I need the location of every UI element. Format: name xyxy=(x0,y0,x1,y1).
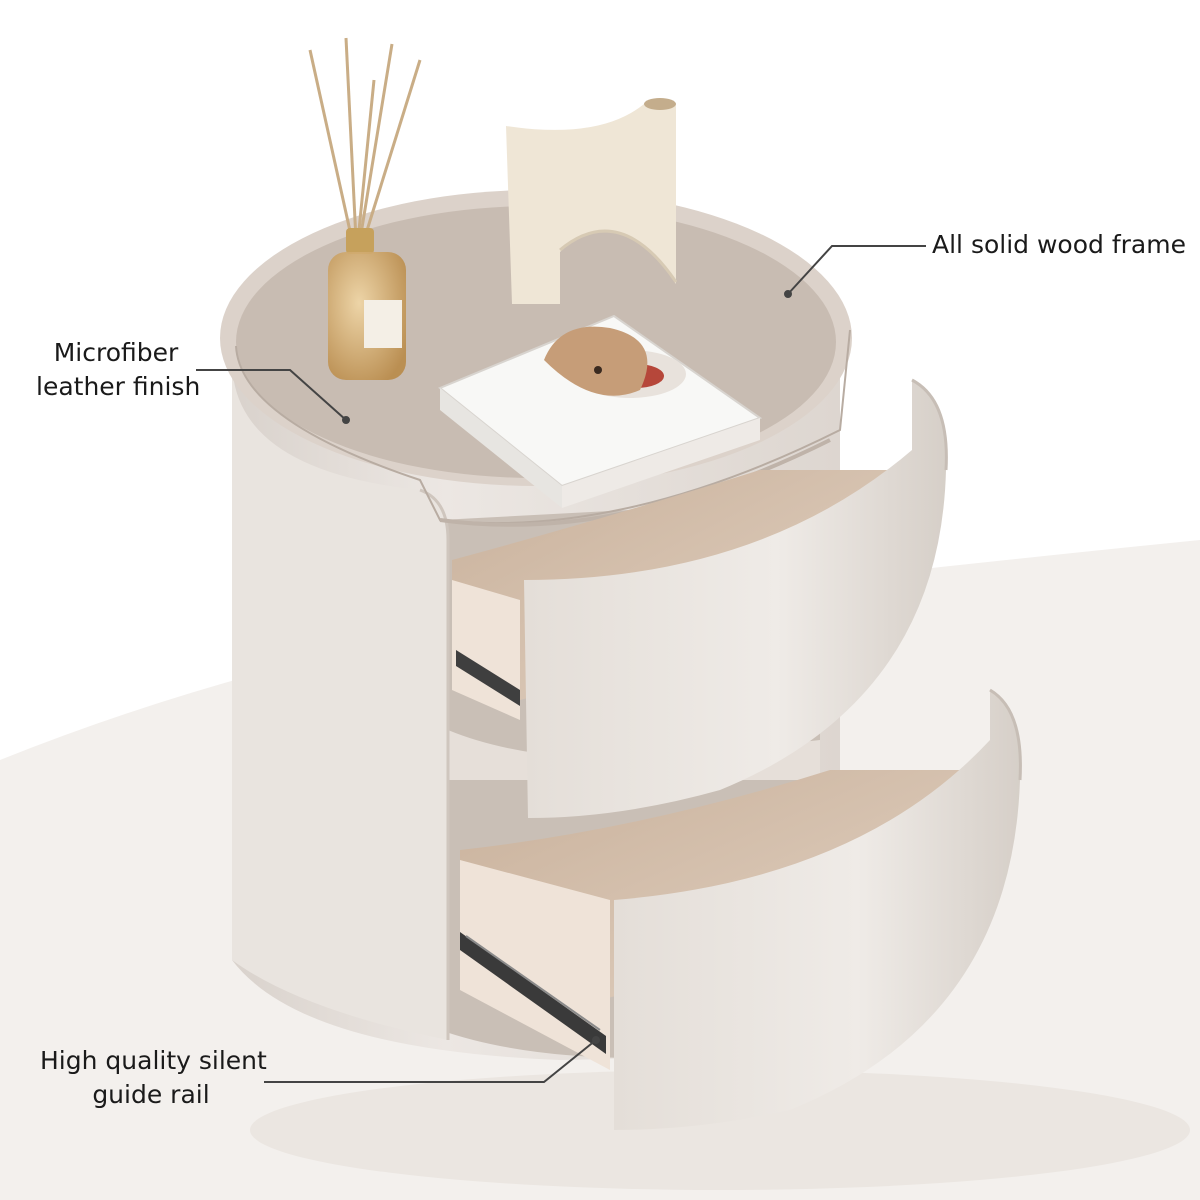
drawer-bottom xyxy=(460,688,1022,1130)
callout-text: leather finish xyxy=(36,372,201,401)
callout-text: All solid wood frame xyxy=(932,230,1186,259)
callout-solid-wood-frame: All solid wood frame xyxy=(932,228,1186,262)
callout-text: High quality silent xyxy=(40,1046,267,1075)
reed-diffuser-icon xyxy=(308,37,422,380)
drawer-top xyxy=(452,378,948,818)
leader-frame xyxy=(787,245,926,295)
book-icon xyxy=(438,314,763,508)
callout-leader-lines xyxy=(196,245,926,1083)
leader-rail xyxy=(264,1039,597,1083)
guide-rail xyxy=(456,650,606,1054)
callout-text: Microfiber xyxy=(53,338,179,367)
callout-silent-guide-rail: High quality silent guide rail xyxy=(40,1044,267,1112)
callout-text: guide rail xyxy=(92,1080,210,1109)
sculpture-vase-icon xyxy=(506,98,678,304)
bowl-icon xyxy=(544,326,686,398)
callout-microfiber-leather: Microfiber leather finish xyxy=(36,336,201,404)
leader-microfiber xyxy=(196,369,347,421)
